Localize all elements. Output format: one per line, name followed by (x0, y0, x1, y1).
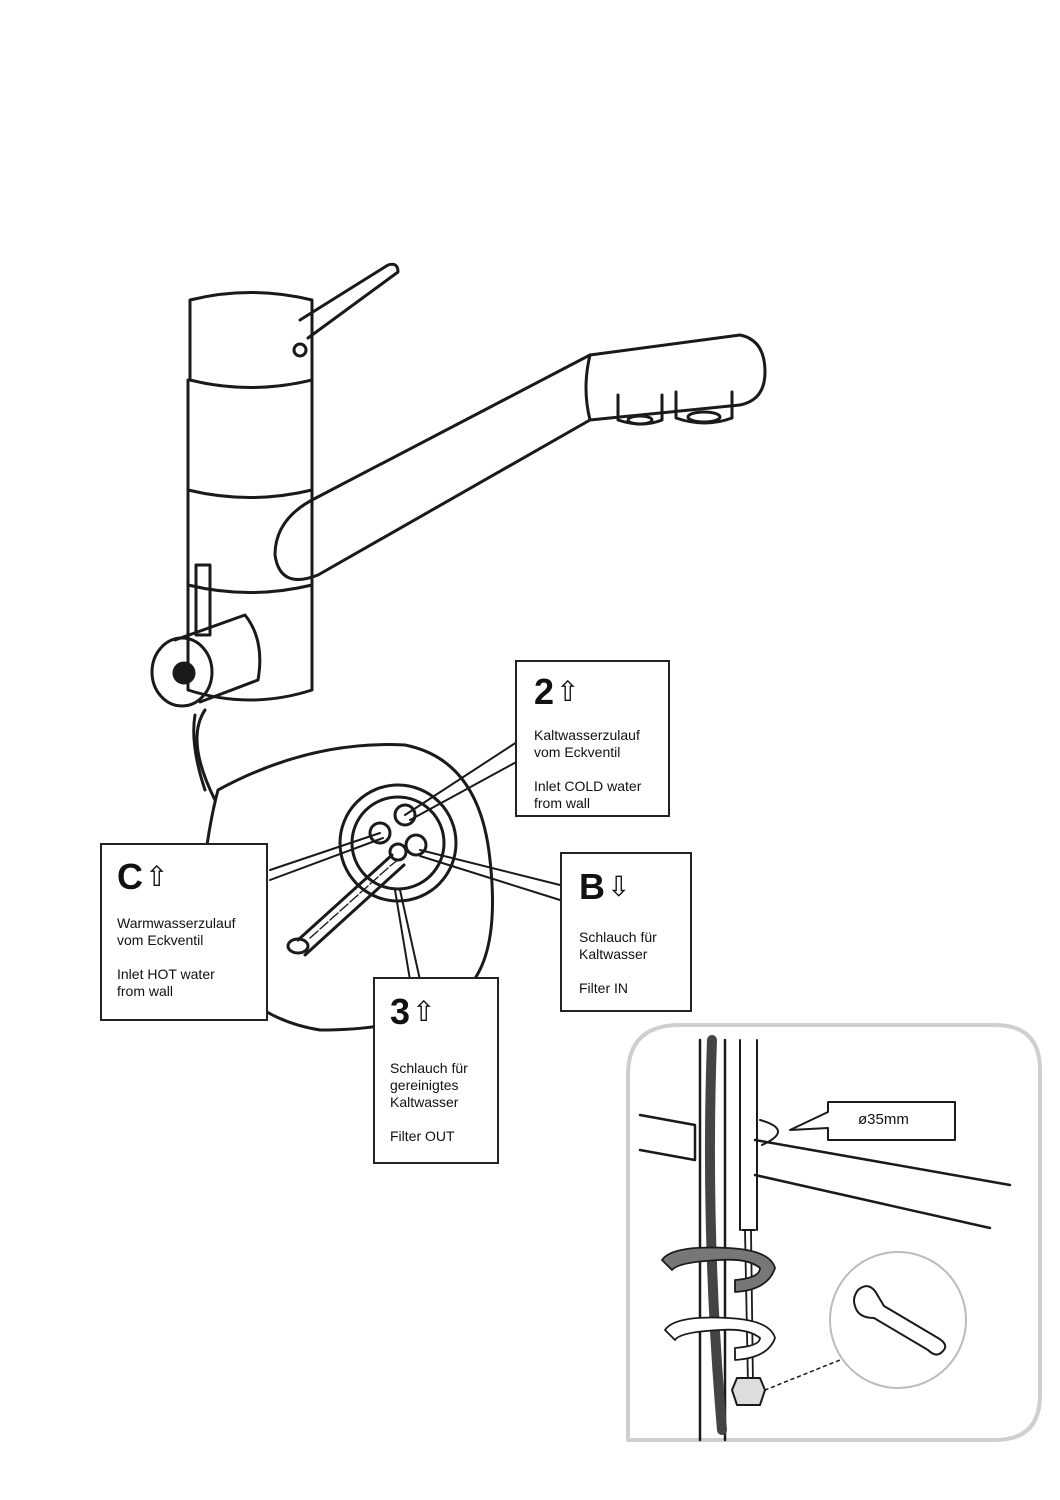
arrow-up-icon: ⇧ (145, 861, 169, 892)
label-c-line-4: from wall (117, 983, 174, 999)
label-3-line-1: Schlauch für (390, 1060, 468, 1076)
label-b-line-2: Kaltwasser (579, 946, 648, 962)
label-b-line-1: Schlauch für (579, 929, 657, 945)
label-3-line-3: Kaltwasser (390, 1094, 459, 1110)
label-2-line-2: vom Eckventil (534, 744, 621, 760)
arrow-up-icon: ⇧ (412, 996, 436, 1027)
installation-inset (626, 1023, 1042, 1442)
label-b-heading: B ⇩ (579, 869, 690, 905)
label-box-b: B ⇩ Schlauch für Kaltwasser Filter IN (560, 852, 692, 1012)
hole-diameter-label: ø35mm (858, 1111, 909, 1128)
label-c-line-3: Inlet HOT water (117, 966, 215, 982)
label-2-line-3: Inlet COLD water (534, 778, 642, 794)
label-3-code: 3 (390, 991, 411, 1032)
label-3-heading: 3 ⇧ (390, 994, 497, 1030)
label-b-code: B (579, 866, 605, 907)
arrow-up-icon: ⇧ (556, 676, 580, 707)
label-box-c: C ⇧ Warmwasserzulauf vom Eckventil Inlet… (100, 843, 268, 1021)
label-2-code: 2 (534, 671, 555, 712)
label-c-line-2: vom Eckventil (117, 932, 204, 948)
label-2-heading: 2 ⇧ (534, 674, 668, 710)
label-2-line-1: Kaltwasserzulauf (534, 727, 640, 743)
label-3-line-2: gereinigtes (390, 1077, 459, 1093)
wrench-icon (853, 1285, 947, 1356)
label-box-2: 2 ⇧ Kaltwasserzulauf vom Eckventil Inlet… (515, 660, 670, 817)
label-c-code: C (117, 856, 143, 897)
label-box-3: 3 ⇧ Schlauch für gereinigtes Kaltwasser … (373, 977, 499, 1164)
label-3-line-4: Filter OUT (390, 1128, 455, 1144)
label-2-line-4: from wall (534, 795, 591, 811)
label-c-heading: C ⇧ (117, 859, 266, 895)
faucet-illustration (150, 262, 767, 802)
label-b-line-3: Filter IN (579, 980, 628, 996)
label-c-line-1: Warmwasserzulauf (117, 915, 236, 931)
arrow-down-icon: ⇩ (607, 871, 631, 902)
